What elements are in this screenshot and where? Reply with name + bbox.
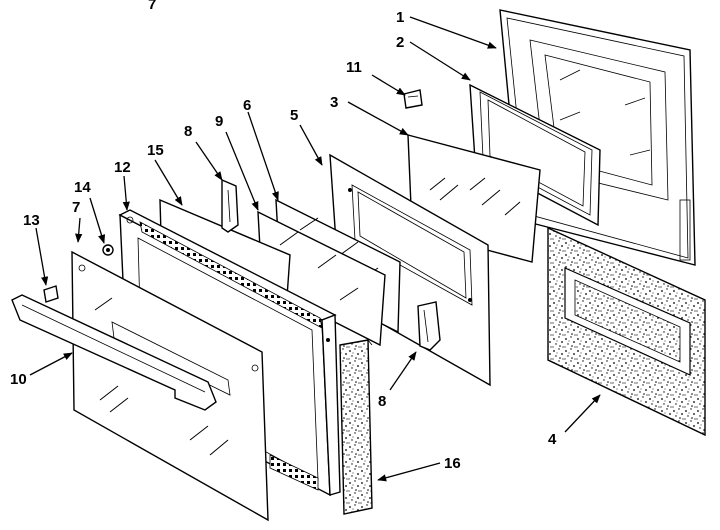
callout-8-lower: 8 <box>378 393 386 410</box>
door-trim <box>339 339 373 515</box>
door-insulation <box>547 226 706 437</box>
callout-labels: 1 2 3 4 5 6 7 7 8 8 9 10 11 12 13 14 15 … <box>10 0 557 472</box>
door-gasket <box>469 83 601 227</box>
callout-7: 7 <box>72 199 80 216</box>
callout-7-top: 7 <box>148 0 156 13</box>
callout-11: 11 <box>346 59 362 76</box>
callout-14: 14 <box>74 179 91 196</box>
callout-1: 1 <box>396 9 404 26</box>
callout-6: 6 <box>243 97 251 114</box>
callout-2: 2 <box>396 34 404 51</box>
callout-5: 5 <box>290 107 298 124</box>
leader-lines <box>29 16 601 482</box>
door-handle <box>11 294 217 411</box>
small-bracket <box>43 285 59 303</box>
callout-12: 12 <box>114 159 131 176</box>
clip <box>403 89 423 109</box>
callout-9: 9 <box>215 113 223 130</box>
hinge-bracket-upper <box>221 178 239 233</box>
callout-15: 15 <box>147 142 164 159</box>
callout-3: 3 <box>330 94 338 111</box>
screw <box>102 244 114 256</box>
callout-8-upper: 8 <box>184 123 192 140</box>
hinge-bracket-lower <box>417 301 441 351</box>
callout-16: 16 <box>444 455 461 472</box>
callout-13: 13 <box>23 212 40 229</box>
callout-4: 4 <box>548 431 557 448</box>
callout-10: 10 <box>10 371 27 388</box>
